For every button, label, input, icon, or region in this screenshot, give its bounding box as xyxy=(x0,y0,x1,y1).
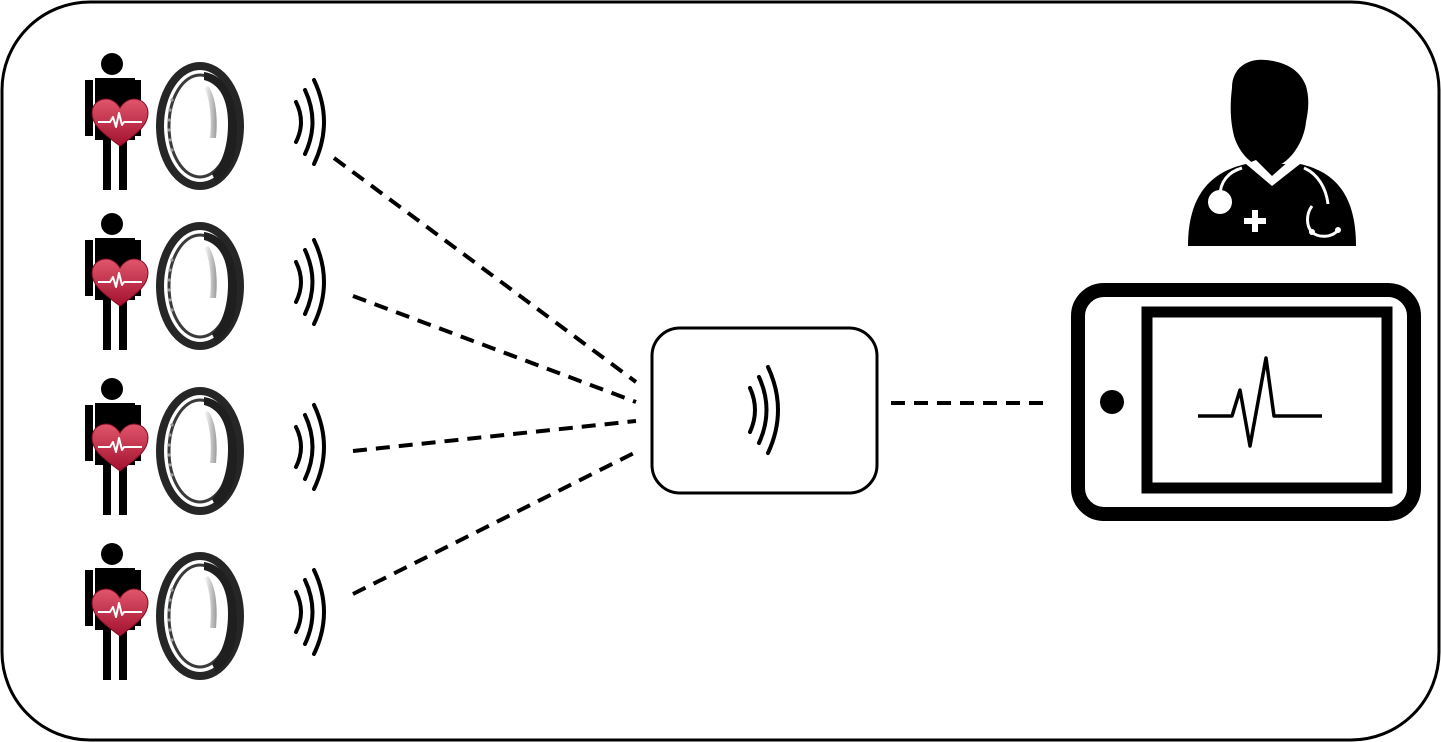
connection-line xyxy=(352,294,637,404)
ecg-waveform-icon xyxy=(1198,356,1322,448)
doctor-icon xyxy=(1188,59,1356,246)
connection-line xyxy=(352,450,637,596)
tablet-icon xyxy=(1071,283,1421,521)
patient-hub-connections xyxy=(332,156,638,596)
wireless-signal-icon xyxy=(748,365,780,455)
connection-line xyxy=(332,156,638,384)
hub-device xyxy=(650,326,879,495)
connection-line xyxy=(352,419,637,453)
tablet-home-button xyxy=(1100,390,1124,414)
